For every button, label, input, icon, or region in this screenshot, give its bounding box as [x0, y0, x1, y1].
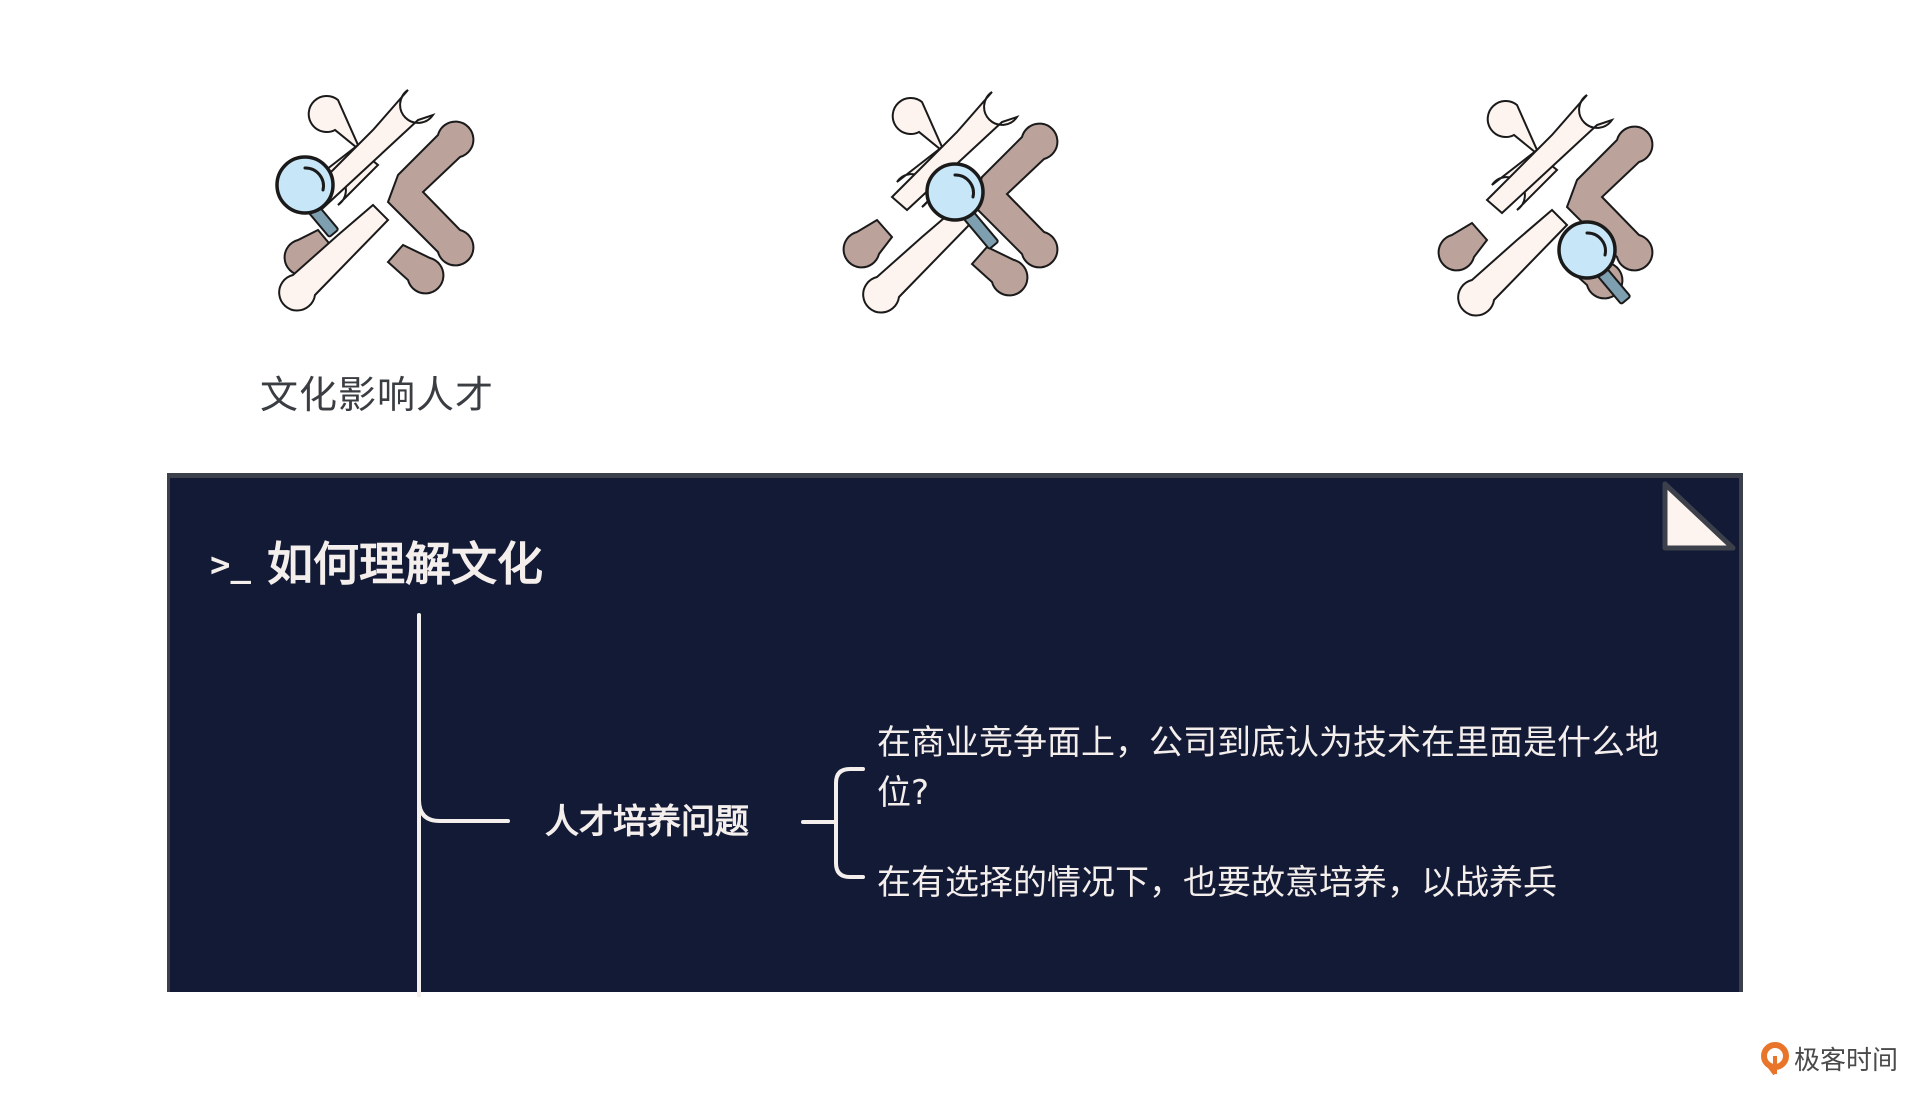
mindmap-leaf-1: 在商业竞争面上，公司到底认为技术在里面是什么地位? — [877, 723, 1659, 813]
mindmap-leaf-2: 在有选择的情况下，也要故意培养，以战养兵 — [877, 863, 1557, 903]
crossed-bones-icon — [275, 89, 475, 312]
brand-logo: 极客时间 — [1760, 1040, 1898, 1077]
icon-caption: 文化影响人才 — [260, 373, 495, 417]
page-fold-icon — [1662, 481, 1736, 551]
terminal-prompt-icon: >_ — [210, 545, 251, 585]
bones-magnifier-icon-2 — [837, 82, 1077, 322]
crossed-bones-icon — [1437, 94, 1654, 317]
bones-magnifier-icon-3 — [1432, 85, 1672, 325]
logo-text: 极客时间 — [1794, 1046, 1899, 1076]
geektime-logo-icon — [1761, 1041, 1789, 1075]
bones-magnifier-icon-1 — [253, 80, 493, 320]
card-title-text: 如何理解文化 — [266, 537, 543, 591]
crossed-bones-icon — [842, 91, 1059, 314]
card-title: >_ 如何理解文化 — [210, 528, 543, 594]
note-card: >_ 如何理解文化 人才培养问题 在商业竞争面上，公司到底认为技术在里面是什么地位… — [167, 473, 1743, 997]
mindmap-node-talent-cultivation: 人才培养问题 — [545, 802, 749, 842]
